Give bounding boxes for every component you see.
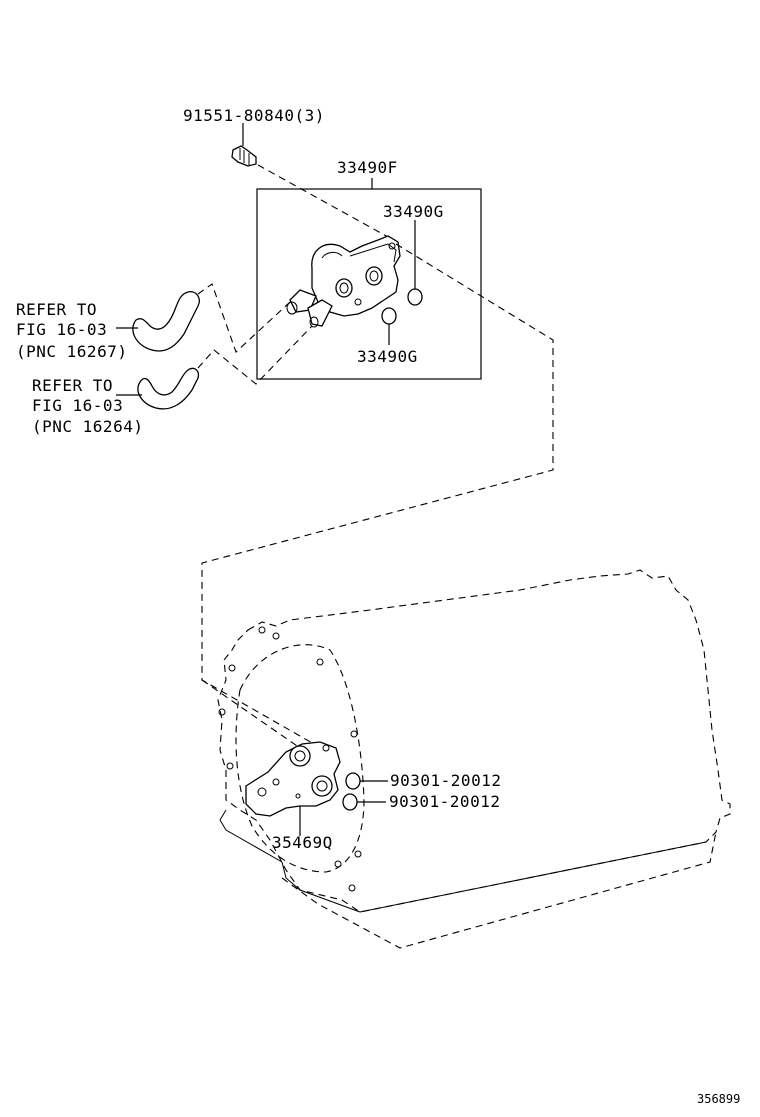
hose-lower-label-3: (PNC 16264) (32, 417, 143, 436)
bolt-part (231, 145, 257, 167)
hose-lower-label-1: REFER TO (32, 376, 113, 395)
oring-trans-1-label: 90301-20012 (390, 771, 501, 790)
hose-lower-dash (197, 325, 313, 385)
oring-trans-2-part (342, 793, 358, 811)
hose-upper-label-1: REFER TO (16, 300, 97, 319)
bolt-label: 91551-80840(3) (183, 106, 325, 125)
bolt-dash-line (257, 164, 389, 238)
oring-lower-label: 33490G (357, 347, 418, 366)
hose-lower-label-2: FIG 16-03 (32, 396, 123, 415)
adapter-part (245, 741, 341, 817)
hose-upper-label-3: (PNC 16267) (16, 342, 127, 361)
hose-upper-dash (197, 283, 291, 353)
cooler-assy-box (256, 188, 482, 380)
oring-upper-part (407, 288, 423, 306)
oring-lower-part (381, 307, 397, 325)
oring-upper-label: 33490G (383, 202, 444, 221)
transmission-case (217, 569, 731, 949)
oring-trans-1-part (345, 772, 361, 790)
hose-upper-part (132, 291, 200, 352)
figure-id: 356899 (697, 1092, 740, 1106)
oring-trans-2-label: 90301-20012 (389, 792, 500, 811)
cooler-to-trans-dash (201, 243, 554, 753)
hose-upper-label-2: FIG 16-03 (16, 320, 107, 339)
adapter-label: 35469Q (272, 833, 333, 852)
adapter-dash (201, 679, 301, 749)
cooler-assy-label: 33490F (337, 158, 398, 177)
oil-cooler-part (286, 235, 401, 328)
hose-lower-part (137, 367, 200, 410)
